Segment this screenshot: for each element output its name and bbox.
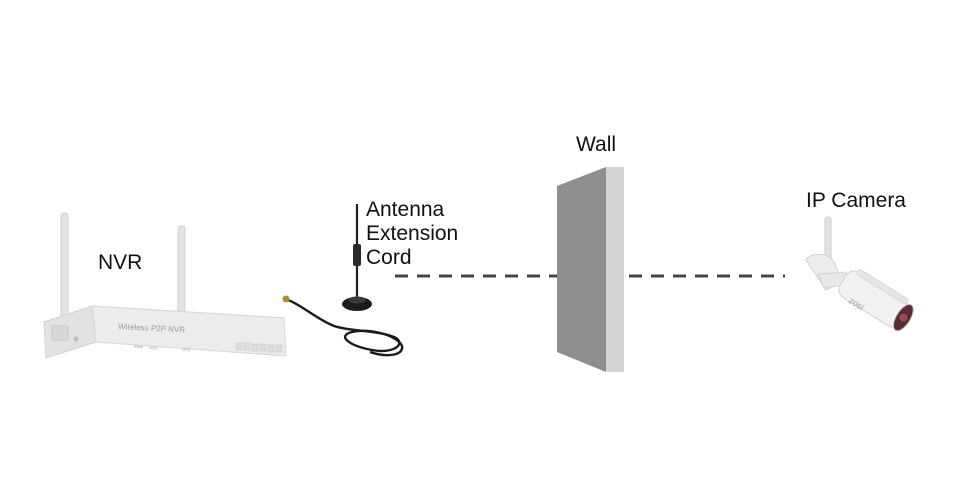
wall-side-face — [606, 167, 624, 372]
nvr-antenna-right — [177, 225, 186, 319]
wall-front-face — [557, 167, 606, 372]
ip-camera-device: zosi — [805, 216, 914, 332]
antenna-label-line1: Antenna — [366, 198, 445, 221]
cable-connector — [282, 295, 290, 303]
nvr-led-pwr: PWR — [134, 344, 144, 349]
nvr-device: Wireless P2P NVR PWR HDD SYS — [43, 212, 287, 359]
antenna-coil — [353, 244, 361, 266]
ip-camera-label: IP Camera — [806, 189, 906, 212]
camera-body — [838, 269, 914, 332]
nvr-model-text: Wireless P2P NVR — [118, 322, 186, 335]
wall — [557, 167, 624, 372]
nvr-led-hdd: HDD — [149, 345, 158, 350]
antenna-label-line3: Cord — [366, 246, 412, 269]
nvr-antenna-left — [60, 212, 69, 326]
antenna-extension-cord-label: Antenna Extension Cord — [366, 198, 458, 270]
nvr-label: NVR — [98, 251, 143, 274]
nvr-front-buttons — [235, 342, 283, 353]
nvr-side-port — [51, 325, 69, 341]
nvr-led-sys: SYS — [182, 347, 191, 352]
antenna-extension-cord — [282, 204, 404, 357]
wall-label: Wall — [576, 133, 617, 156]
antenna-label-line2: Extension — [366, 222, 459, 245]
extension-cable — [287, 298, 404, 357]
nvr-side-jack — [73, 336, 79, 342]
